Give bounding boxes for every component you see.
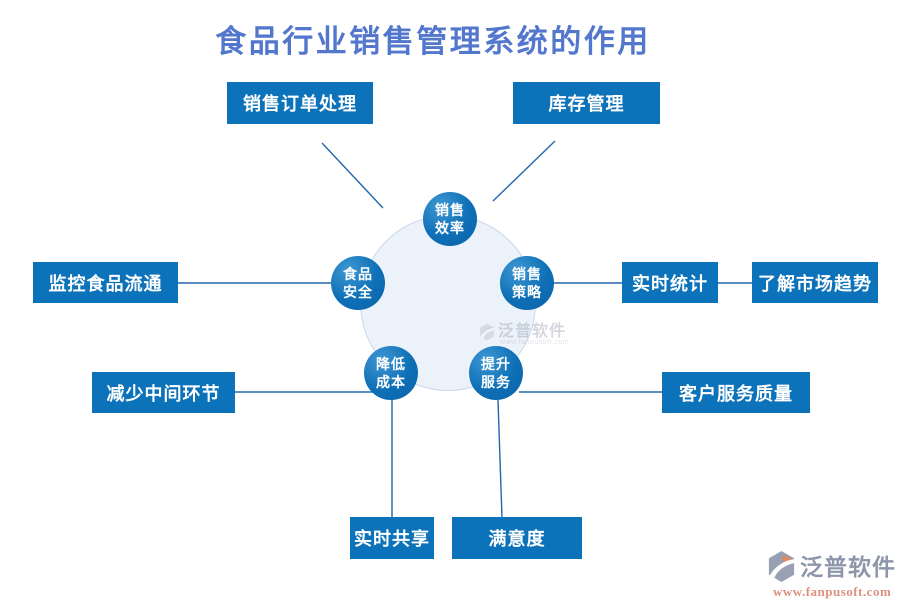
fanpu-logo-icon — [768, 551, 795, 582]
page-title: 食品行业销售管理系统的作用 — [215, 24, 651, 59]
hub-node-label-line: 服务 — [481, 374, 511, 390]
brand-watermark: 泛普软件 www.fanpusoft.com — [766, 550, 898, 600]
box-realtime-sharing: 实时共享 — [350, 517, 434, 559]
connector-service-to-satisfaction — [497, 399, 503, 519]
hub-node-label-line: 食品 — [343, 266, 373, 282]
box-market-trend-insight: 了解市场趋势 — [752, 262, 878, 303]
hub-node-food-safety: 食品 安全 — [331, 256, 385, 310]
box-food-circulation-monitoring: 监控食品流通 — [33, 262, 178, 303]
hub-node-sales-efficiency: 销售 效率 — [423, 192, 477, 246]
box-sales-order-processing: 销售订单处理 — [227, 82, 373, 124]
hub-node-label-line: 策略 — [512, 284, 542, 300]
box-fewer-intermediaries: 减少中间环节 — [92, 372, 235, 413]
hub-node-label-line: 提升 — [481, 356, 511, 372]
box-customer-service-quality: 客户服务质量 — [662, 372, 810, 413]
box-inventory-management: 库存管理 — [513, 82, 660, 124]
hub-node-sales-strategy: 销售 策略 — [500, 256, 554, 310]
hub-node-label-line: 降低 — [376, 356, 406, 372]
brand-url: www.fanpusoft.com — [773, 584, 892, 599]
hub-node-label-line: 销售 — [435, 202, 465, 218]
connector-order-to-hub — [321, 142, 384, 209]
box-satisfaction: 满意度 — [452, 517, 582, 559]
hub-node-cost-reduction: 降低 成本 — [364, 346, 418, 400]
hub-node-label-line: 效率 — [435, 220, 465, 236]
box-realtime-statistics: 实时统计 — [622, 262, 718, 303]
brand-name: 泛普软件 — [800, 553, 896, 580]
hub-node-label-line: 成本 — [376, 374, 406, 390]
hub-node-service-improvement: 提升 服务 — [469, 346, 523, 400]
hub-node-label-line: 安全 — [343, 284, 373, 300]
hub-node-label-line: 销售 — [512, 266, 542, 282]
connector-inventory-to-hub — [492, 140, 556, 202]
